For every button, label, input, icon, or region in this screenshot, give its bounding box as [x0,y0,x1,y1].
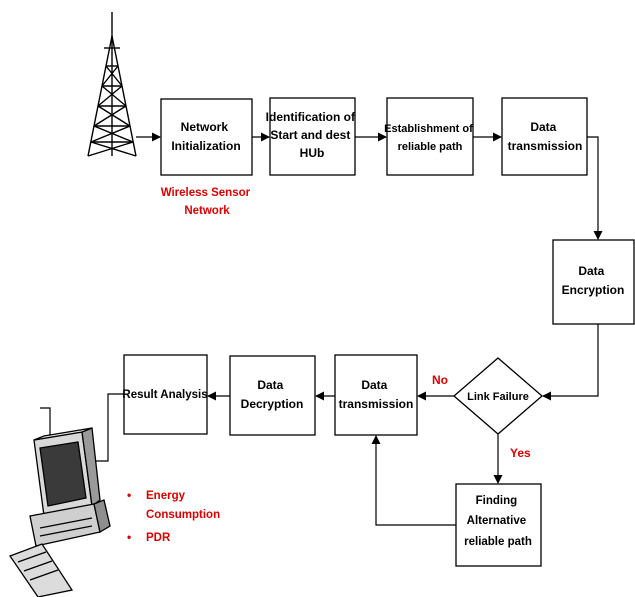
metric-pdr: PDR [146,532,171,544]
data-decryption-box [229,355,316,436]
yes-label: Yes [510,446,531,460]
data-transmission-bottom-label: Data transmission [339,378,414,411]
no-label: No [432,373,448,387]
establishment-box [386,97,474,176]
transmission-tower-icon [87,12,137,157]
data-decryption-label: Data Decryption [241,378,304,411]
network-initialization-box [160,98,253,176]
data-encryption-box [552,239,635,325]
network-initialization-label: Network Initialization [171,120,240,153]
connector-arrows [40,132,603,526]
identification-label: Identification of Start and dest HUb [266,110,359,160]
metrics-bullet: • [127,530,131,544]
identification-box [269,97,356,176]
data-transmission-bottom-box [334,354,418,436]
arrow-encryption-to-link-failure [542,324,599,401]
link-failure-label: Link Failure [467,391,529,403]
finding-alternative-box [455,483,542,567]
metrics-bullet: • [127,488,131,502]
data-transmission-top-label: Data transmission [508,120,583,153]
metrics-list: • Energy Consumption • PDR [127,488,220,544]
data-encryption-label: Data Encryption [562,264,625,297]
arrow-transmission-to-encryption [587,136,603,240]
establishment-label: Establishment of reliable path [384,123,476,153]
finding-alternative-label: Finding Alternative reliable path [464,495,532,548]
desktop-computer-icon [8,427,111,597]
wireless-sensor-network-label: Wireless Sensor Network [161,187,254,217]
arrow-finding-to-transmission [371,435,456,526]
result-analysis-label: Result Analysis [122,389,207,401]
metric-energy-consumption: Energy Consumption [146,490,220,521]
data-transmission-top-box [501,97,588,176]
